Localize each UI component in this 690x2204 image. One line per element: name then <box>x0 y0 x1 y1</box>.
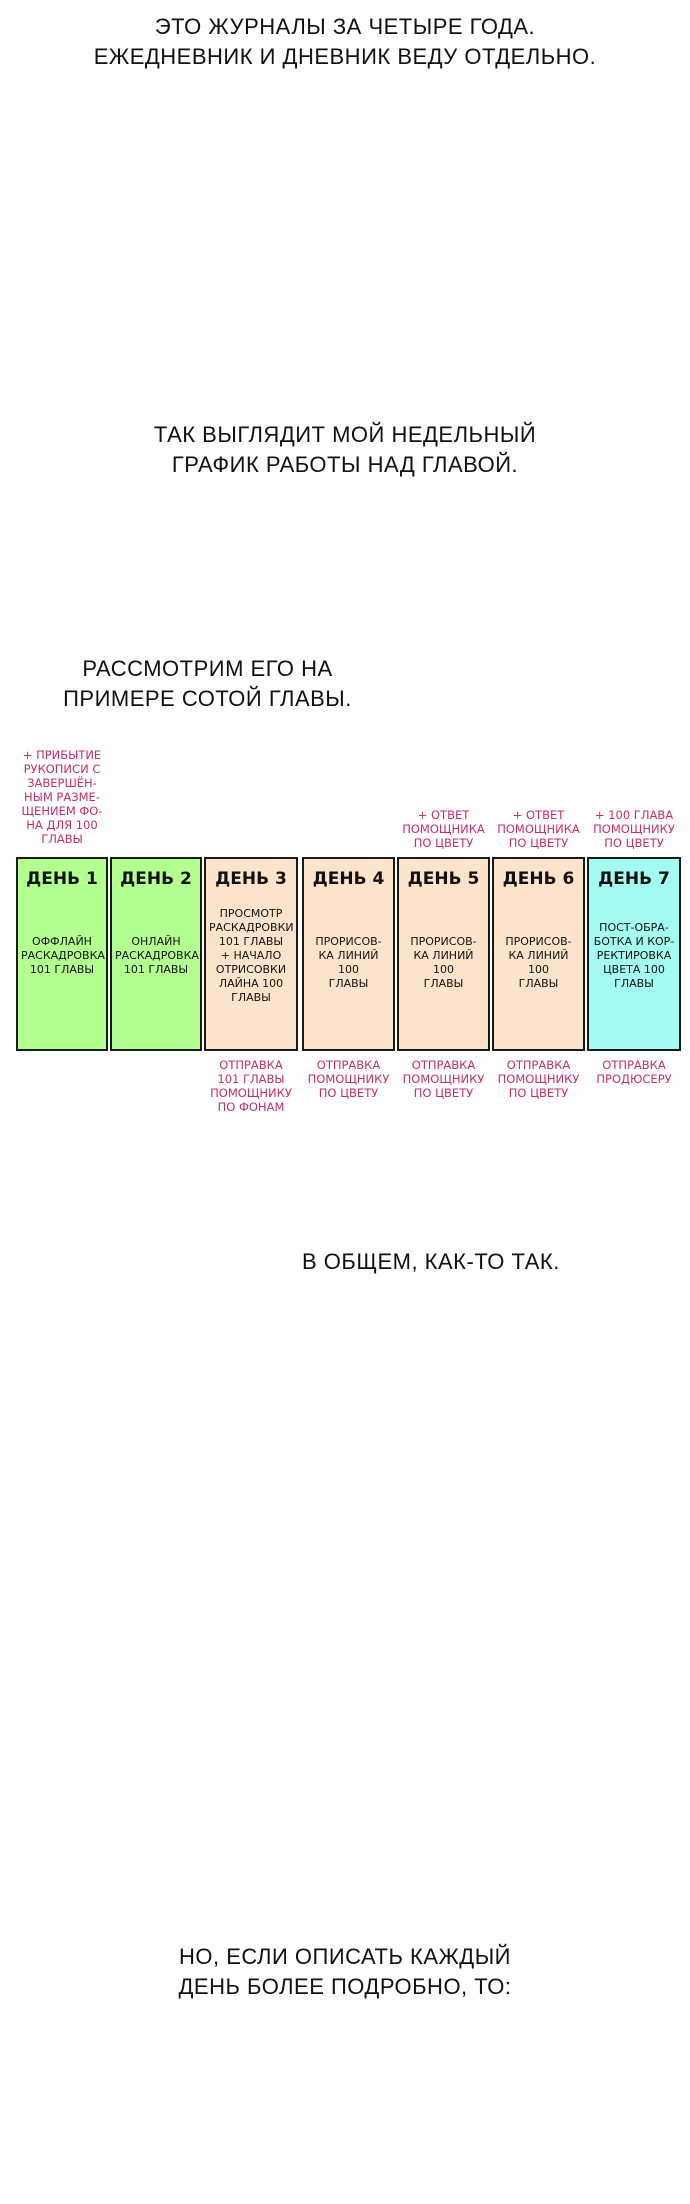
schedule-caption: ТАК ВЫГЛЯДИТ МОЙ НЕДЕЛЬНЫЙ ГРАФИК РАБОТЫ… <box>153 422 537 477</box>
day-note-bottom: ОТПРАВКА 101 ГЛАВЫ ПОМОЩНИКУ ПО ФОНАМ <box>210 1058 292 1114</box>
day-note-bottom: ОТПРАВКА ПОМОЩНИКУ ПО ЦВЕТУ <box>307 1058 390 1100</box>
intro-caption: ЭТО ЖУРНАЛЫ ЗА ЧЕТЫРЕ ГОДА. ЕЖЕДНЕВНИК И… <box>93 14 597 69</box>
day-task: ПРОСМОТР РАСКАДРОВКИ 101 ГЛАВЫ + НАЧАЛО … <box>209 907 294 1004</box>
day-title: ДЕНЬ 5 <box>407 869 480 889</box>
summary-caption: В ОБЩЕМ, КАК-ТО ТАК. <box>302 1249 560 1274</box>
day-title: ДЕНЬ 7 <box>598 869 670 889</box>
day-title: ДЕНЬ 1 <box>26 869 98 889</box>
day-note-top: + 100 ГЛАВА ПОМОЩНИКУ ПО ЦВЕТУ <box>593 808 675 850</box>
day-task: ПРОРИСОВ- КА ЛИНИЙ 100 ГЛАВЫ <box>315 935 382 990</box>
day-task: ПОСТ-ОБРА- БОТКА И КОР- РЕКТИРОВКА ЦВЕТА… <box>593 921 675 990</box>
day-note-top: + ОТВЕТ ПОМОЩНИКА ПО ЦВЕТУ <box>402 808 485 850</box>
day-note-bottom: ОТПРАВКА ПОМОЩНИКУ ПО ЦВЕТУ <box>402 1058 485 1100</box>
day-note-bottom: ОТПРАВКА ПРОДЮСЕРУ <box>596 1058 672 1086</box>
day-column-4: ДЕНЬ 4 ПРОРИСОВ- КА ЛИНИЙ 100 ГЛАВЫ <box>302 857 395 1051</box>
day-column-3: ДЕНЬ 3 ПРОСМОТР РАСКАДРОВКИ 101 ГЛАВЫ + Н… <box>204 857 298 1051</box>
day-title: ДЕНЬ 2 <box>120 869 192 889</box>
day-column-5: ДЕНЬ 5 ПРОРИСОВ- КА ЛИНИЙ 100 ГЛАВЫ <box>397 857 490 1051</box>
day-task: ПРОРИСОВ- КА ЛИНИЙ 100 ГЛАВЫ <box>505 935 572 990</box>
day-title: ДЕНЬ 6 <box>502 869 575 889</box>
day-column-6: ДЕНЬ 6 ПРОРИСОВ- КА ЛИНИЙ 100 ГЛАВЫ <box>492 857 585 1051</box>
day-note-top: + ПРИБЫТИЕ РУКОПИСИ С ЗАВЕРШЁН- НЫМ РАЗМ… <box>21 748 103 846</box>
day-column-2: ДЕНЬ 2 ОНЛАЙН РАСКАДРОВКА 101 ГЛАВЫ <box>110 857 202 1051</box>
day-task: ОФФЛАЙН РАСКАДРОВКА 101 ГЛАВЫ <box>21 935 105 976</box>
detail-caption: НО, ЕСЛИ ОПИСАТЬ КАЖДЫЙ ДЕНЬ БОЛЕЕ ПОДРО… <box>178 1944 512 1999</box>
example-caption: РАССМОТРИМ ЕГО НА ПРИМЕРЕ СОТОЙ ГЛАВЫ. <box>63 656 352 711</box>
day-title: ДЕНЬ 4 <box>312 869 385 889</box>
day-task: ПРОРИСОВ- КА ЛИНИЙ 100 ГЛАВЫ <box>410 935 477 990</box>
day-task: ОНЛАЙН РАСКАДРОВКА 101 ГЛАВЫ <box>115 935 199 976</box>
day-note-top: + ОТВЕТ ПОМОЩНИКА ПО ЦВЕТУ <box>497 808 580 850</box>
day-column-7: ДЕНЬ 7 ПОСТ-ОБРА- БОТКА И КОР- РЕКТИРОВКА… <box>587 857 681 1051</box>
day-column-1: ДЕНЬ 1 ОФФЛАЙН РАСКАДРОВКА 101 ГЛАВЫ <box>16 857 108 1051</box>
day-note-bottom: ОТПРАВКА ПОМОЩНИКУ ПО ЦВЕТУ <box>497 1058 580 1100</box>
day-title: ДЕНЬ 3 <box>215 869 287 889</box>
